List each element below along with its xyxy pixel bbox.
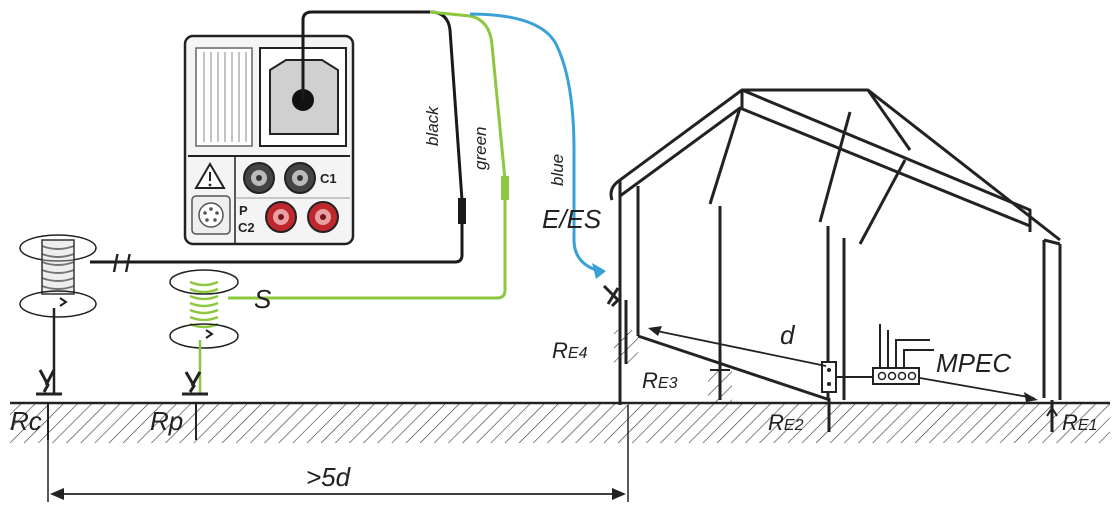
terminal-p <box>265 201 297 233</box>
ground <box>10 401 1110 443</box>
label-spacing: >5d <box>306 462 352 492</box>
warning-icon <box>194 162 226 189</box>
blue-wire-clip <box>592 263 606 279</box>
terminal-p-label: P <box>239 203 248 218</box>
earth-electrode-re4 <box>602 284 638 364</box>
black-wire-label: black <box>423 105 442 146</box>
black-wire <box>90 10 464 264</box>
label-s: S <box>254 284 272 314</box>
black-wire-clip <box>458 198 466 224</box>
label-rp: Rp <box>150 406 183 436</box>
mpec-bar <box>872 324 934 385</box>
label-re2: RE2 <box>768 410 804 435</box>
communication-port-icon <box>191 195 231 235</box>
label-re1: RE1 <box>1062 410 1097 435</box>
current-probe-clamp <box>36 369 62 396</box>
terminal-c2 <box>307 201 339 233</box>
blue-wire <box>469 12 597 272</box>
potential-probe <box>169 269 239 440</box>
wires: black green blue <box>90 10 606 300</box>
label-re4: RE4 <box>552 338 588 363</box>
terminal-c1 <box>284 162 316 194</box>
label-e-es: E/ES <box>542 204 602 234</box>
green-wire-clip <box>501 176 509 200</box>
label-re3: RE3 <box>642 368 678 393</box>
blue-wire-label: blue <box>548 154 567 186</box>
green-wire-label: green <box>471 127 490 170</box>
label-distance-d: d <box>780 320 796 350</box>
current-probe <box>19 234 97 440</box>
label-h: H <box>112 248 131 278</box>
label-mpec: MPEC <box>936 348 1011 378</box>
spacing-dimension <box>47 405 629 502</box>
potential-probe-clamp <box>182 371 208 396</box>
earth-electrode-re3 <box>708 360 732 402</box>
terminal-es <box>243 162 275 194</box>
measuring-instrument: C1 P C2 <box>183 34 355 246</box>
label-rc: Rc <box>10 406 42 436</box>
building <box>609 88 1062 405</box>
terminal-c1-label: C1 <box>320 171 337 186</box>
earth-electrode-re1 <box>1046 400 1058 432</box>
terminal-c2-label: C2 <box>238 220 255 235</box>
